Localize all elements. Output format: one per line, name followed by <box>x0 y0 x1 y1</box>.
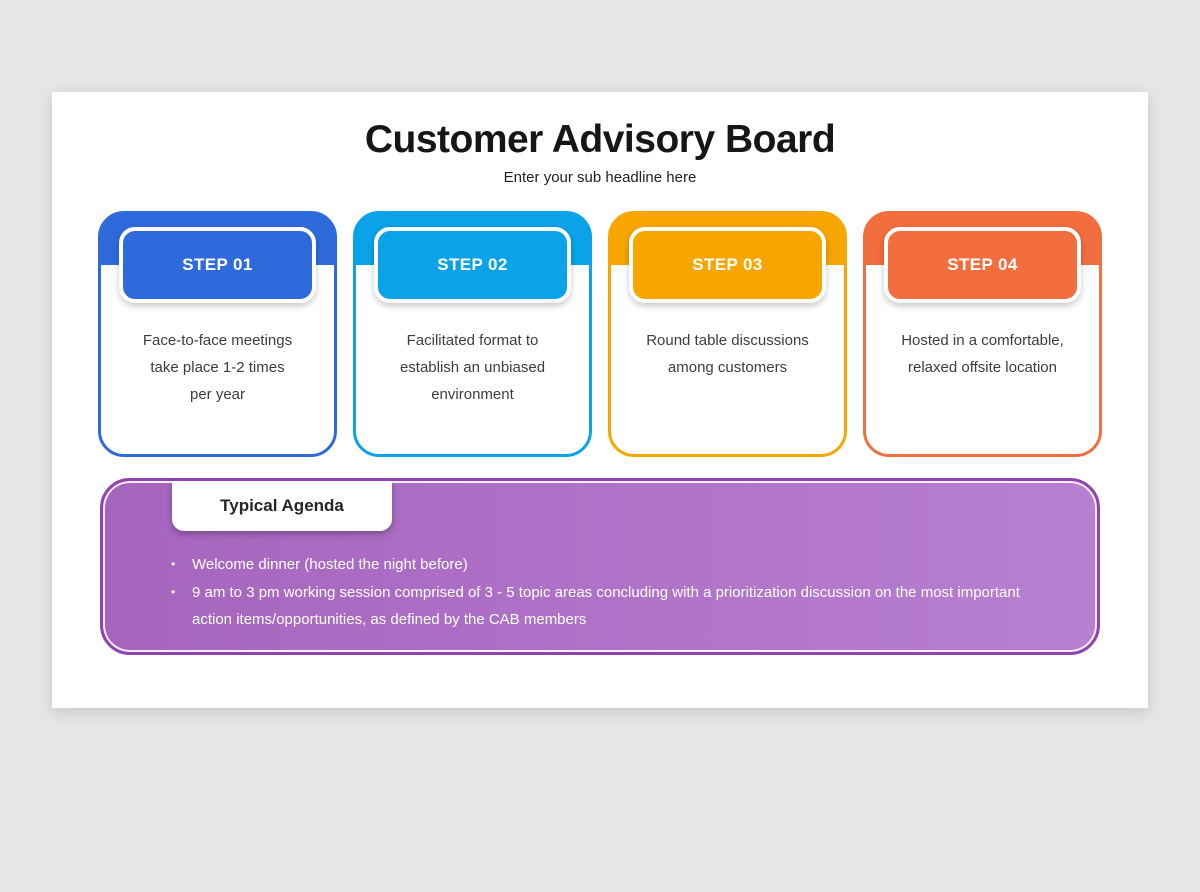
step-02-label: STEP 02 <box>437 255 508 274</box>
step-03-header: STEP 03 <box>629 227 826 303</box>
step-02-description: Facilitated format to establish an unbia… <box>399 332 546 403</box>
agenda-list: • Welcome dinner (hosted the night befor… <box>169 551 1053 634</box>
step-card-01: STEP 01 Face-to-face meetings take place… <box>98 211 337 457</box>
step-04-header: STEP 04 <box>884 227 1081 303</box>
step-02-header: STEP 02 <box>374 227 571 303</box>
agenda-item-text: 9 am to 3 pm working session comprised o… <box>192 583 1020 629</box>
step-01-label: STEP 01 <box>182 255 253 274</box>
step-04-label: STEP 04 <box>947 255 1018 274</box>
step-03-description: Round table discussions among customers <box>646 332 809 376</box>
page-title: Customer Advisory Board <box>364 118 836 161</box>
step-card-02: STEP 02 Facilitated format to establish … <box>353 211 592 457</box>
slide-canvas: Customer Advisory Board Enter your sub h… <box>52 92 1148 708</box>
bullet-icon: • <box>171 557 176 571</box>
step-01-description: Face-to-face meetings take place 1-2 tim… <box>142 332 293 403</box>
steps-row: STEP 01 Face-to-face meetings take place… <box>52 211 1148 457</box>
agenda-panel: Typical Agenda • Welcome dinner (hosted … <box>100 478 1100 655</box>
agenda-tab: Typical Agenda <box>172 481 392 531</box>
desktop-background: { "title": "Customer Advisory Board", "s… <box>0 92 1200 892</box>
agenda-list-item: • Welcome dinner (hosted the night befor… <box>169 551 1053 579</box>
agenda-tab-label: Typical Agenda <box>220 496 344 515</box>
step-card-03: STEP 03 Round table discussions among cu… <box>608 211 847 457</box>
bullet-icon: • <box>171 584 176 599</box>
page-subtitle: Enter your sub headline here <box>503 169 697 186</box>
agenda-list-item: • 9 am to 3 pm working session comprised… <box>169 579 1053 634</box>
agenda-item-text: Welcome dinner (hosted the night before) <box>192 556 468 573</box>
step-01-header: STEP 01 <box>119 227 316 303</box>
step-04-description: Hosted in a comfortable, relaxed offsite… <box>901 332 1064 376</box>
step-card-04: STEP 04 Hosted in a comfortable, relaxed… <box>863 211 1102 457</box>
step-03-label: STEP 03 <box>692 255 763 274</box>
